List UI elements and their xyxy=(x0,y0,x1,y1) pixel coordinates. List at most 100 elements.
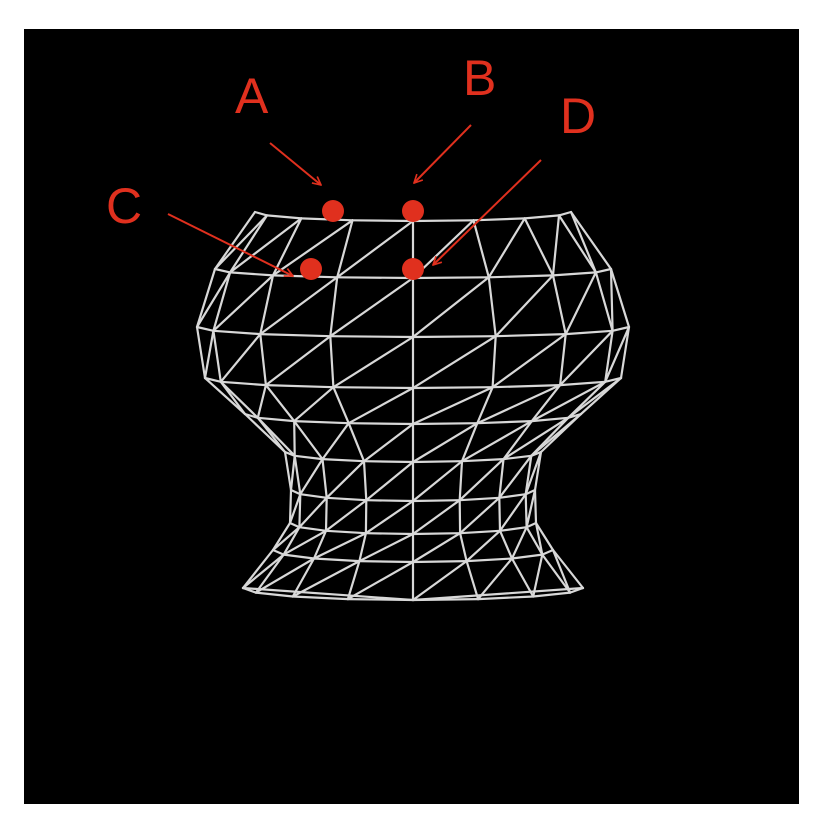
mesh-edge xyxy=(532,553,544,598)
mesh-edge xyxy=(411,335,497,339)
arrow-b xyxy=(414,124,472,183)
mesh-edge xyxy=(213,267,232,274)
mesh-edge xyxy=(241,548,275,590)
mesh-edge xyxy=(213,214,269,271)
mesh-edge xyxy=(459,532,468,563)
mesh-edge xyxy=(289,488,302,496)
mesh-edge xyxy=(259,274,275,336)
mesh-edge xyxy=(498,493,527,499)
mesh-edge xyxy=(525,521,538,529)
mesh-edge xyxy=(557,210,573,217)
mesh-edge xyxy=(524,493,528,529)
mesh-edge xyxy=(551,548,585,590)
point-b xyxy=(402,200,424,222)
mesh-edge xyxy=(264,384,335,389)
mesh-edge xyxy=(476,386,494,425)
mesh-edge xyxy=(609,267,631,329)
mesh-edge xyxy=(411,335,497,390)
mesh-edge xyxy=(411,499,461,536)
mesh-edge xyxy=(487,274,555,279)
mesh-edge xyxy=(271,526,301,552)
label-b: B xyxy=(463,50,496,106)
mesh-edge xyxy=(229,217,303,274)
mesh-edge xyxy=(271,219,354,277)
mesh-edge xyxy=(203,329,215,380)
mesh-edge xyxy=(411,386,494,390)
mesh-edge xyxy=(219,380,267,387)
mesh-edge xyxy=(293,454,324,461)
mesh-edge xyxy=(293,420,296,457)
mesh-edge xyxy=(347,386,415,425)
mesh-edge xyxy=(524,488,537,496)
mesh-edge xyxy=(321,458,366,463)
mesh-edge xyxy=(271,217,303,277)
mesh-edge xyxy=(541,553,572,594)
mesh-edge xyxy=(291,595,349,601)
mesh-edge xyxy=(523,217,555,277)
mesh-edge xyxy=(324,496,328,532)
mesh-edge xyxy=(219,380,259,419)
mesh-edge xyxy=(282,553,316,560)
mesh-edge xyxy=(243,412,287,454)
mesh-edge xyxy=(498,458,505,499)
mesh-edge xyxy=(195,271,232,329)
mesh-edge xyxy=(465,559,480,601)
mesh-edge xyxy=(282,526,301,556)
mesh-edge xyxy=(324,529,367,535)
mesh-edge xyxy=(362,460,368,502)
mesh-edge xyxy=(510,557,535,598)
mesh-edge xyxy=(530,384,562,423)
mesh-edge xyxy=(569,210,598,274)
mesh-edge xyxy=(329,276,339,338)
mesh-edge xyxy=(293,420,324,461)
mesh-edge xyxy=(460,422,479,463)
mesh-edge xyxy=(491,333,567,389)
mesh-edge xyxy=(498,454,533,499)
mesh-edge xyxy=(336,276,415,280)
mesh-edge xyxy=(498,493,527,532)
mesh-edge xyxy=(594,267,613,274)
mesh-edge xyxy=(411,276,490,339)
mesh-edge xyxy=(502,454,533,461)
mesh-edge xyxy=(346,559,361,601)
mesh-edge xyxy=(558,380,607,387)
mesh-edge xyxy=(212,271,232,332)
mesh-edge xyxy=(347,422,366,463)
mesh-edge xyxy=(411,276,490,280)
vase-wireframe-mesh xyxy=(195,210,631,602)
point-d xyxy=(402,258,424,280)
arrow-d xyxy=(433,159,542,265)
mesh-edge xyxy=(329,276,415,338)
mesh-edge xyxy=(203,376,222,383)
mesh-edge xyxy=(293,454,302,496)
mesh-edge xyxy=(458,496,501,502)
mesh-edge xyxy=(498,496,502,532)
mesh-edge xyxy=(491,384,562,389)
mesh-edge xyxy=(487,276,497,338)
mesh-edge xyxy=(325,460,366,499)
mesh-edge xyxy=(472,217,526,222)
point-a xyxy=(322,200,344,222)
mesh-edge xyxy=(358,532,367,563)
mesh-edge xyxy=(264,335,332,387)
mesh-edge xyxy=(321,458,328,499)
mesh-edge xyxy=(564,271,598,336)
mesh-edge xyxy=(346,560,415,601)
mesh-edge xyxy=(329,335,415,339)
canvas-background xyxy=(24,29,799,804)
mesh-edge xyxy=(525,488,537,529)
mesh-edge xyxy=(532,591,572,598)
mesh-edge xyxy=(458,460,464,502)
mesh-edge xyxy=(259,276,339,336)
mesh-edge xyxy=(312,532,367,560)
mesh-edge xyxy=(241,553,285,590)
mesh-edge xyxy=(498,529,514,560)
mesh-edge xyxy=(325,496,368,502)
mesh-edge xyxy=(525,526,544,556)
mesh-edge xyxy=(264,384,296,423)
point-c xyxy=(300,258,322,280)
mesh-edge xyxy=(611,325,631,332)
mesh-edge xyxy=(254,553,285,594)
mesh-edge xyxy=(312,557,361,563)
mesh-edge xyxy=(336,219,415,279)
